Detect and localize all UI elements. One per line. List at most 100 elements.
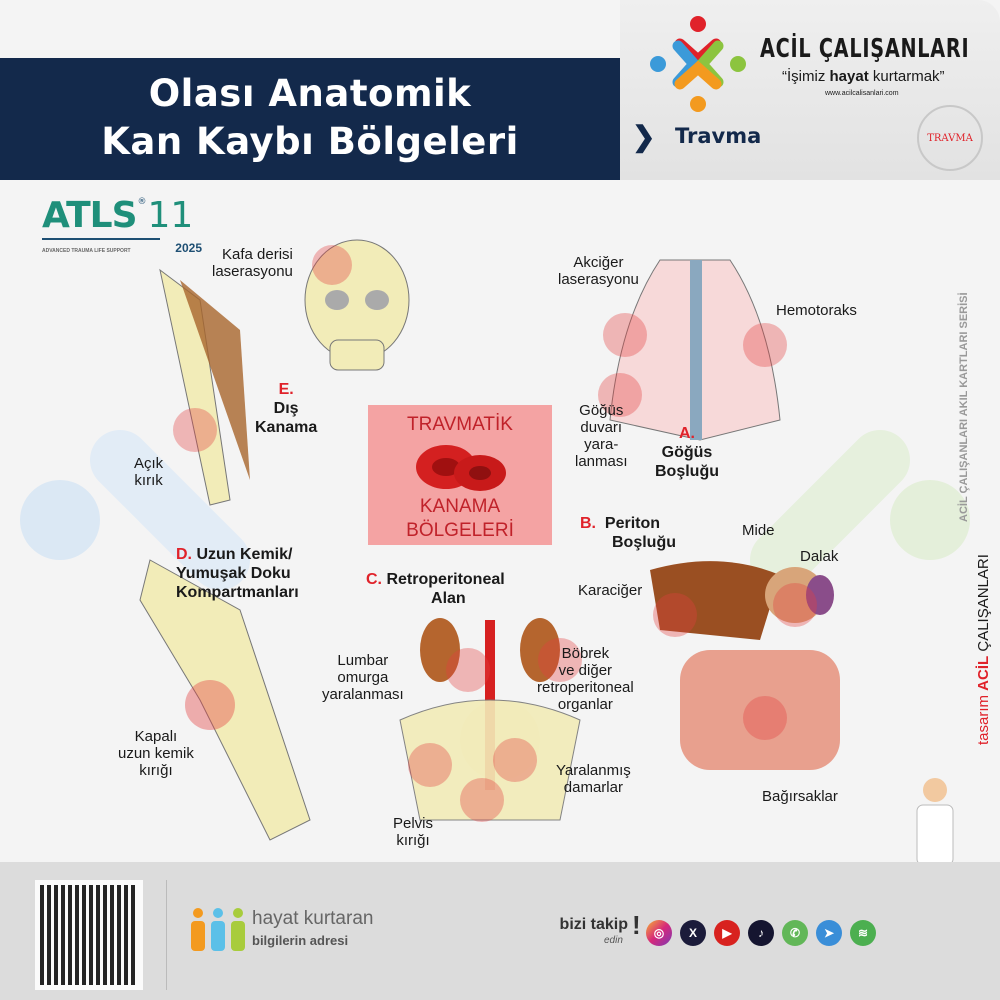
atls-year: 2025 <box>175 241 202 255</box>
label-hemothorax: Hemotoraks <box>776 302 857 319</box>
atls-row: ATLS ® 11 <box>42 194 212 238</box>
atls-name: ATLS <box>42 195 137 236</box>
section-letter: E. <box>278 381 294 398</box>
label-line: Yaralanmış <box>556 762 631 779</box>
x-icon[interactable]: X <box>680 920 706 946</box>
atls-bottom-row: ADVANCED TRAUMA LIFE SUPPORT 2025 <box>42 242 212 255</box>
label-line: omurga <box>337 669 389 686</box>
series-vertical-text: ACİL ÇALIŞANLARI AKIL KARTLARI SERİSİ <box>958 292 970 522</box>
label-line: kırık <box>134 472 163 489</box>
telegram-icon[interactable]: ➤ <box>816 920 842 946</box>
abdomen-organs-illustration <box>650 561 840 770</box>
design-brand-a: ACİL <box>975 655 992 691</box>
footer-bar: hayat kurtaran bilgilerin adresi bizi ta… <box>0 862 1000 1000</box>
label-line: lanması <box>575 453 628 470</box>
slogan-bold: hayat <box>829 68 869 85</box>
label-line: kırığı <box>139 762 173 779</box>
arm-bones-illustration <box>159 268 250 506</box>
label-line: Açık <box>134 455 164 472</box>
brand-url[interactable]: www.acilcalisanlari.com <box>825 90 899 97</box>
spotify-icon[interactable]: ≋ <box>850 920 876 946</box>
follow-text: bizi takip <box>559 916 628 933</box>
section-title-line: Retroperitoneal <box>386 571 505 588</box>
section-letter: C. <box>366 571 382 588</box>
brand-name: ACİL ÇALIŞANLARI <box>760 34 970 64</box>
qr-code[interactable] <box>35 880 143 990</box>
label-stomach: Mide <box>742 522 775 539</box>
leg-illustration <box>139 559 311 841</box>
center-line-2: KANAMA <box>419 496 501 517</box>
label-line: yaralanması <box>322 686 404 703</box>
section-title-line: Yumuşak Doku <box>176 565 291 582</box>
label-line: damarlar <box>563 779 623 796</box>
label-liver: Karaciğer <box>578 582 643 599</box>
chevron-right-icon: ❯ <box>632 121 656 152</box>
tiktok-icon[interactable]: ♪ <box>748 920 774 946</box>
atls-reg: ® <box>137 197 147 207</box>
center-title-box: TRAVMATİK KANAMA BÖLGELERİ <box>368 405 552 545</box>
section-letter: A. <box>679 425 695 442</box>
section-title-line: Kanama <box>255 419 318 436</box>
title-line-1: Olası Anatomik <box>148 72 472 115</box>
label-bowel: Bağırsaklar <box>762 788 838 805</box>
label-line: Göğüs <box>579 402 624 419</box>
title-line-2: Kan Kaybı Bölgeleri <box>101 120 519 163</box>
atls-edition: 11 <box>147 195 194 236</box>
slogan-pre: “İşimiz <box>782 68 830 85</box>
center-line-1: TRAVMATİK <box>407 414 513 435</box>
section-title-line: Kompartmanları <box>176 584 299 601</box>
section-title-line: Göğüs <box>661 444 713 461</box>
design-brand-b: ÇALIŞANLARI <box>975 554 992 652</box>
section-title-line: Alan <box>431 590 466 607</box>
label-line: Kafa derisi <box>222 246 293 263</box>
label-line: Akciğer <box>573 254 624 271</box>
rib-cage-illustration <box>598 259 787 441</box>
section-title-line: Periton <box>604 515 661 532</box>
section-title-line: Uzun Kemik/ <box>196 546 293 563</box>
exclamation-icon: ! <box>632 910 641 940</box>
acil-calisanlari-logo <box>650 16 746 112</box>
design-credit: tasarım ACİL ÇALIŞANLARI <box>975 554 992 745</box>
section-letter: D. <box>176 546 192 563</box>
youtube-icon[interactable]: ▶ <box>714 920 740 946</box>
label-line: duvarı <box>580 419 623 436</box>
atls-rule <box>42 238 160 240</box>
people-logo-icon <box>191 908 245 951</box>
section-title-line: Boşluğu <box>612 534 676 551</box>
skull-illustration <box>304 239 410 371</box>
atls-subtitle: ADVANCED TRAUMA LIFE SUPPORT <box>42 248 131 254</box>
travma-stamp: TRAVMA <box>917 105 983 171</box>
page-title: Olası Anatomik Kan Kaybı Bölgeleri <box>0 58 620 180</box>
brand-card: ACİL ÇALIŞANLARI “İşimiz hayat kurtarmak… <box>620 0 1000 180</box>
label-line: kırığı <box>396 832 430 849</box>
label-line: Pelvis <box>393 815 434 832</box>
red-blood-cells-icon <box>416 445 506 491</box>
label-line: ve diğer <box>558 662 613 679</box>
divider <box>166 880 167 990</box>
instagram-icon[interactable]: ◎ <box>646 920 672 946</box>
whatsapp-icon[interactable]: ✆ <box>782 920 808 946</box>
brand-slogan: “İşimiz hayat kurtarmak” <box>782 68 945 85</box>
anatomy-illustrations <box>139 239 840 841</box>
label-line: Lumbar <box>337 652 389 669</box>
center-line-3: BÖLGELERİ <box>406 520 514 541</box>
label-line: retroperitoneal <box>537 679 634 696</box>
label-line: laserasyonu <box>558 271 639 288</box>
atls-logo: ATLS ® 11 ADVANCED TRAUMA LIFE SUPPORT 2… <box>42 194 212 255</box>
tagline-1: hayat kurtaran <box>252 908 374 929</box>
slogan-post: kurtarmak” <box>868 68 945 85</box>
design-pre: tasarım <box>975 694 992 745</box>
label-line: yara- <box>584 436 619 453</box>
breadcrumb-travma[interactable]: Travma <box>675 124 762 148</box>
